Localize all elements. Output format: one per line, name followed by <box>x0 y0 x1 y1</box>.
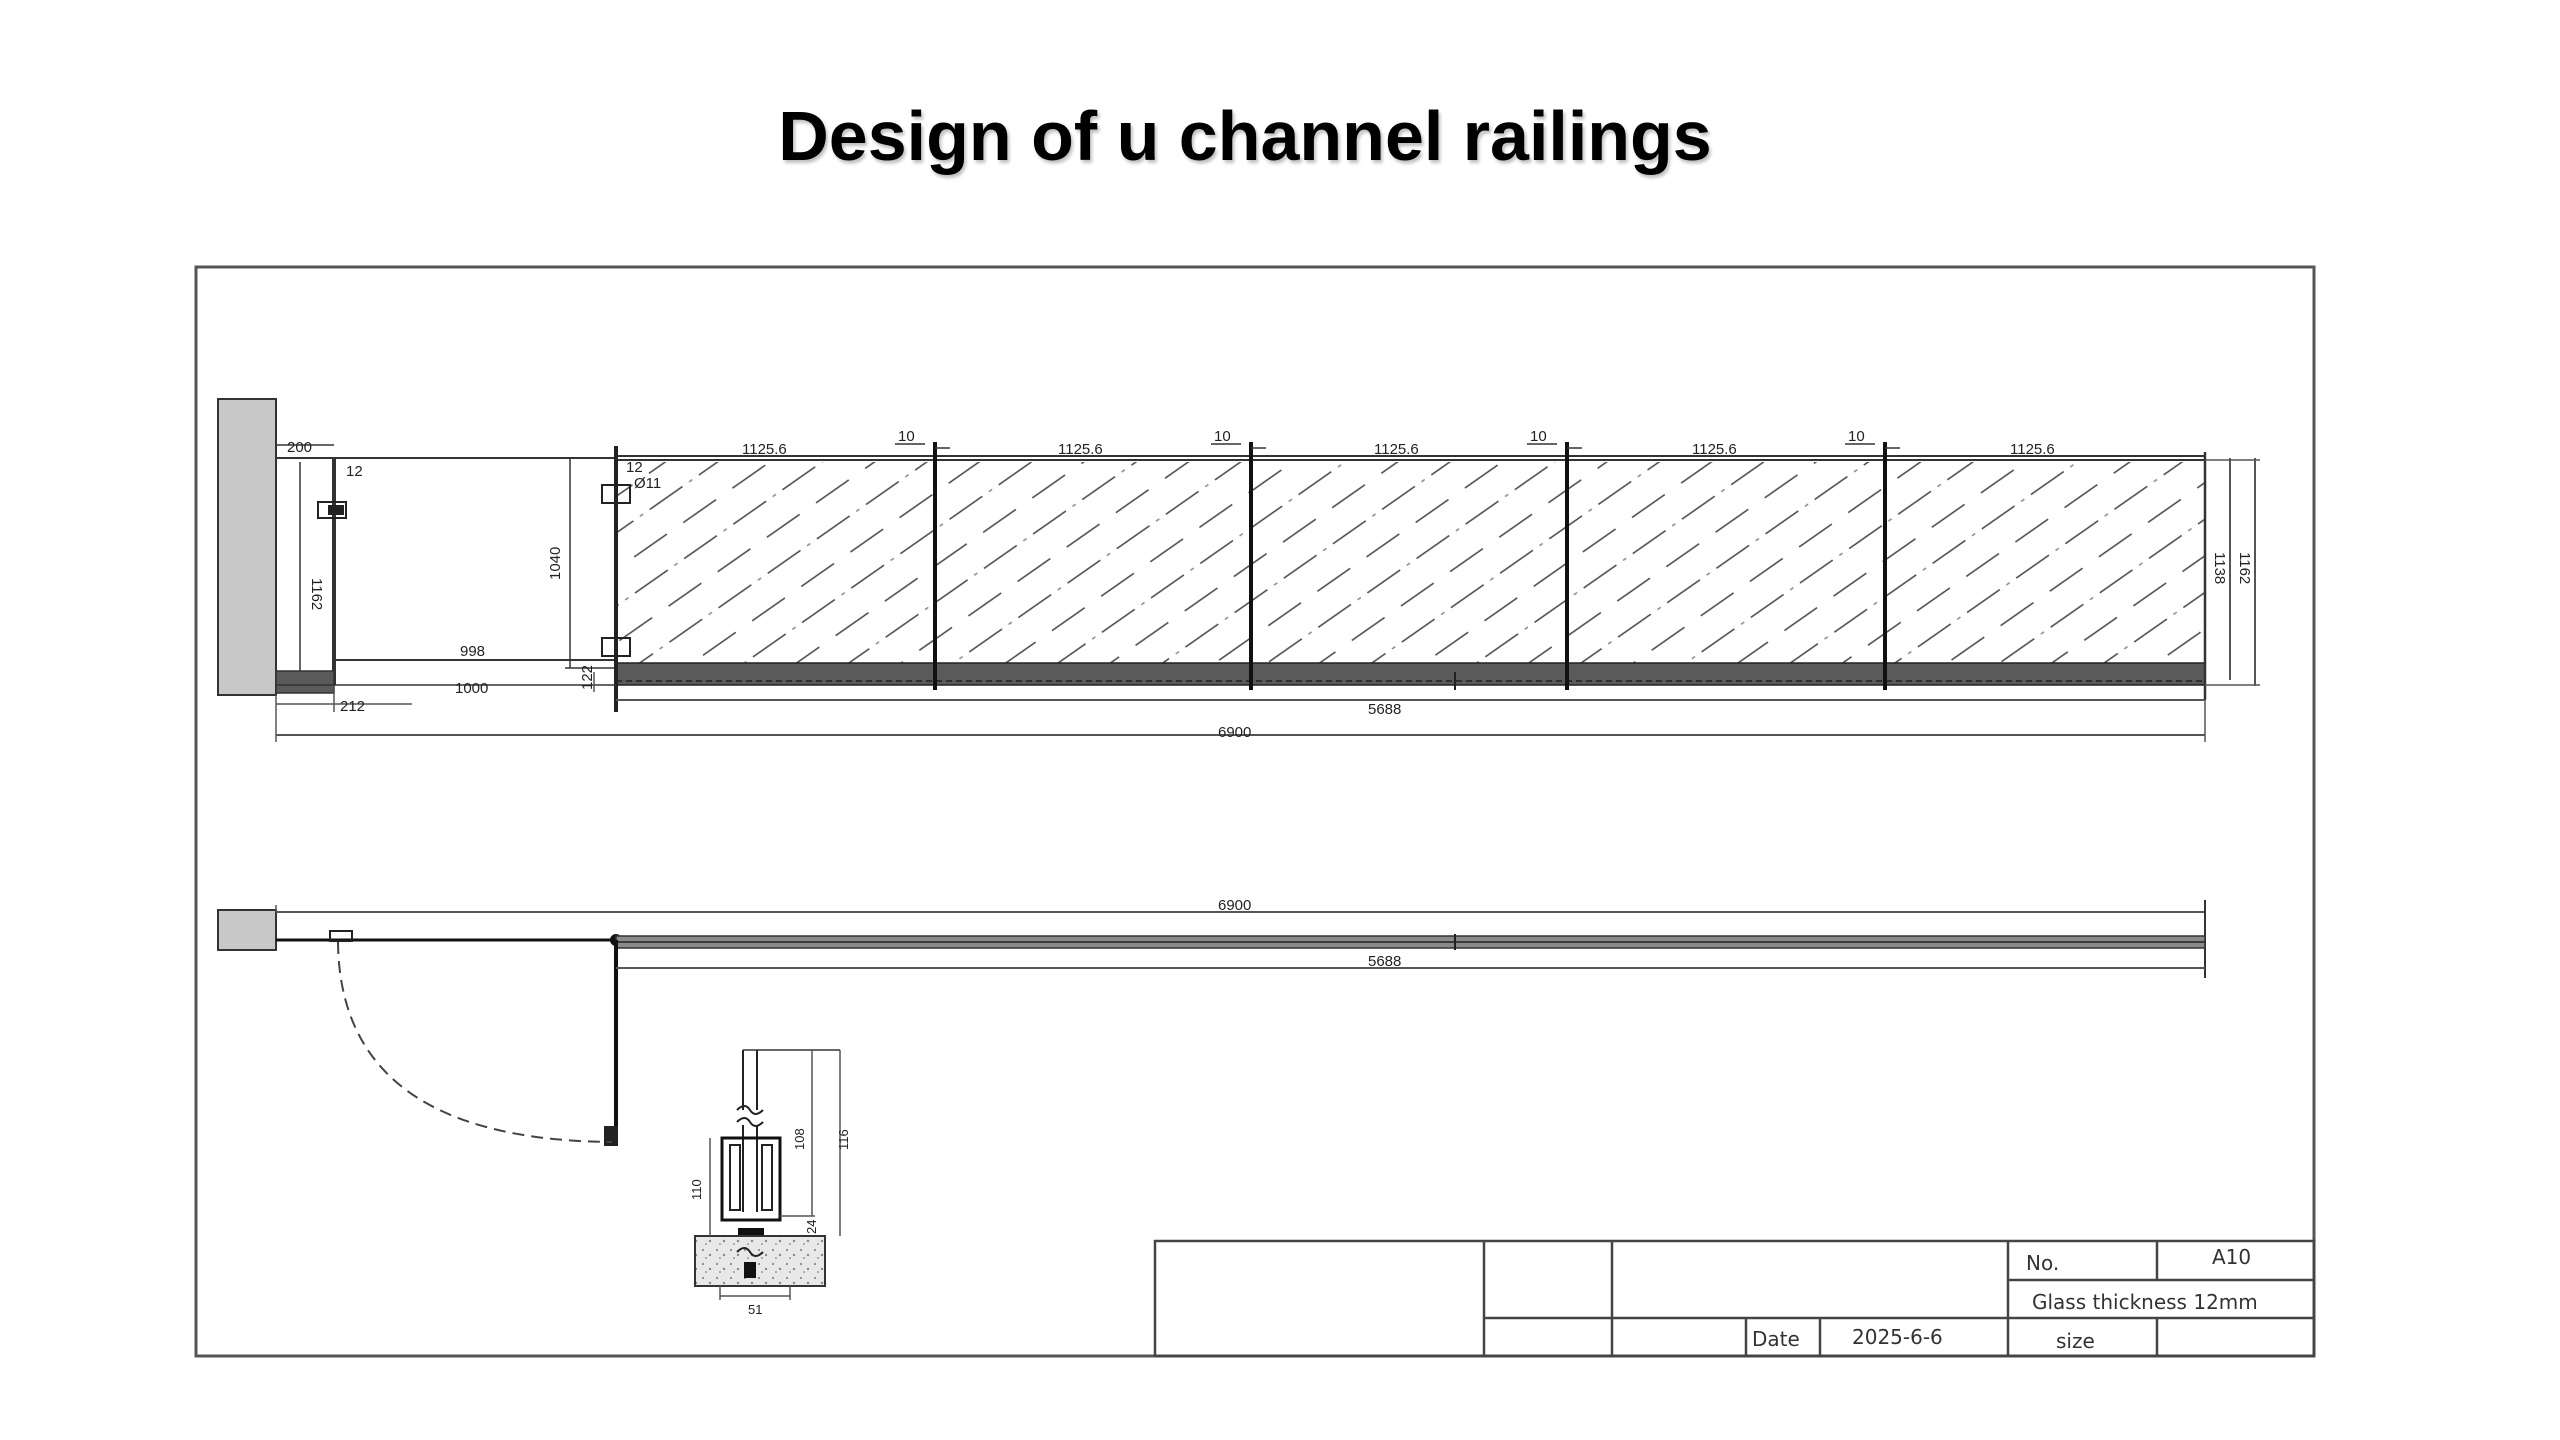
dim-gate-glass-height: 1040 <box>547 547 564 580</box>
section-dim-channel-width: 51 <box>748 1302 762 1317</box>
dim-right-height-1: 1138 <box>2211 552 2228 584</box>
dim-panel-2: 1125.6 <box>1058 441 1103 458</box>
plan-dim-run: 5688 <box>1368 953 1401 970</box>
dim-panel-5: 1125.6 <box>2010 441 2055 458</box>
dim-hinge-gap: 12 <box>346 463 363 480</box>
gate-swing-arc <box>337 941 613 1143</box>
section-dim-glass-embed: 108 <box>792 1128 807 1150</box>
dim-right-height-2: 1162 <box>2236 552 2253 584</box>
dim-panel-1: 1125.6 <box>742 441 787 458</box>
section-detail: 110 108 116 24 51 <box>689 1049 851 1317</box>
gate-handle-icon <box>604 1126 618 1146</box>
section-dim-base-gap: 24 <box>804 1220 819 1234</box>
hinge-icon <box>317 501 347 519</box>
section-dim-overall: 116 <box>836 1129 851 1150</box>
dim-total-length: 6900 <box>1218 724 1251 741</box>
title-block: No. A10 Glass thickness 12mm Date 2025-6… <box>1153 1239 2316 1358</box>
tb-no-value: A10 <box>2212 1245 2251 1269</box>
dim-gate-height: 1162 <box>308 578 325 610</box>
tb-glass-thickness: Glass thickness 12mm <box>2032 1290 2258 1314</box>
dim-panel-3: 1125.6 <box>1374 441 1419 458</box>
tb-size-label: size <box>2056 1329 2095 1353</box>
hinge-plan-icon <box>329 930 353 942</box>
tb-no-label: No. <box>2026 1251 2059 1275</box>
latch-lower-icon <box>601 637 631 657</box>
dim-latch-hole: Ø11 <box>634 475 661 492</box>
tb-date-label: Date <box>1752 1327 1800 1351</box>
dim-latch-gap: 12 <box>626 459 643 476</box>
latch-upper-icon <box>601 484 631 504</box>
dim-gate-inner-width: 998 <box>460 643 485 660</box>
dim-run-length: 5688 <box>1368 701 1401 718</box>
plan-dim-total: 6900 <box>1218 897 1251 914</box>
wall-block <box>217 398 277 696</box>
wall-block-plan <box>217 909 277 951</box>
concrete-slab <box>694 1235 826 1287</box>
dim-gate-total-width: 1000 <box>455 680 488 697</box>
elevation-dimensions: 200 12 1162 1040 998 1000 122 212 12 Ø11… <box>287 428 2253 741</box>
drawing-frame <box>194 265 2316 1358</box>
dim-post-gap-1: 10 <box>898 428 915 445</box>
page-title: Design of u channel railings <box>778 97 1712 175</box>
dim-base-height: 122 <box>579 665 596 690</box>
section-dim-channel-height: 110 <box>689 1179 704 1200</box>
dim-base-offset: 212 <box>340 698 365 715</box>
tb-date-value: 2025-6-6 <box>1852 1325 1943 1349</box>
dim-post-gap-4: 10 <box>1848 428 1865 445</box>
dim-panel-4: 1125.6 <box>1692 441 1737 458</box>
elevation-view <box>217 398 2260 742</box>
dim-post-gap-2: 10 <box>1214 428 1231 445</box>
plan-view: 6900 5688 <box>217 897 2206 1146</box>
dim-gate-offset: 200 <box>287 439 312 456</box>
dim-post-gap-3: 10 <box>1530 428 1547 445</box>
glass-panels <box>616 462 2205 663</box>
